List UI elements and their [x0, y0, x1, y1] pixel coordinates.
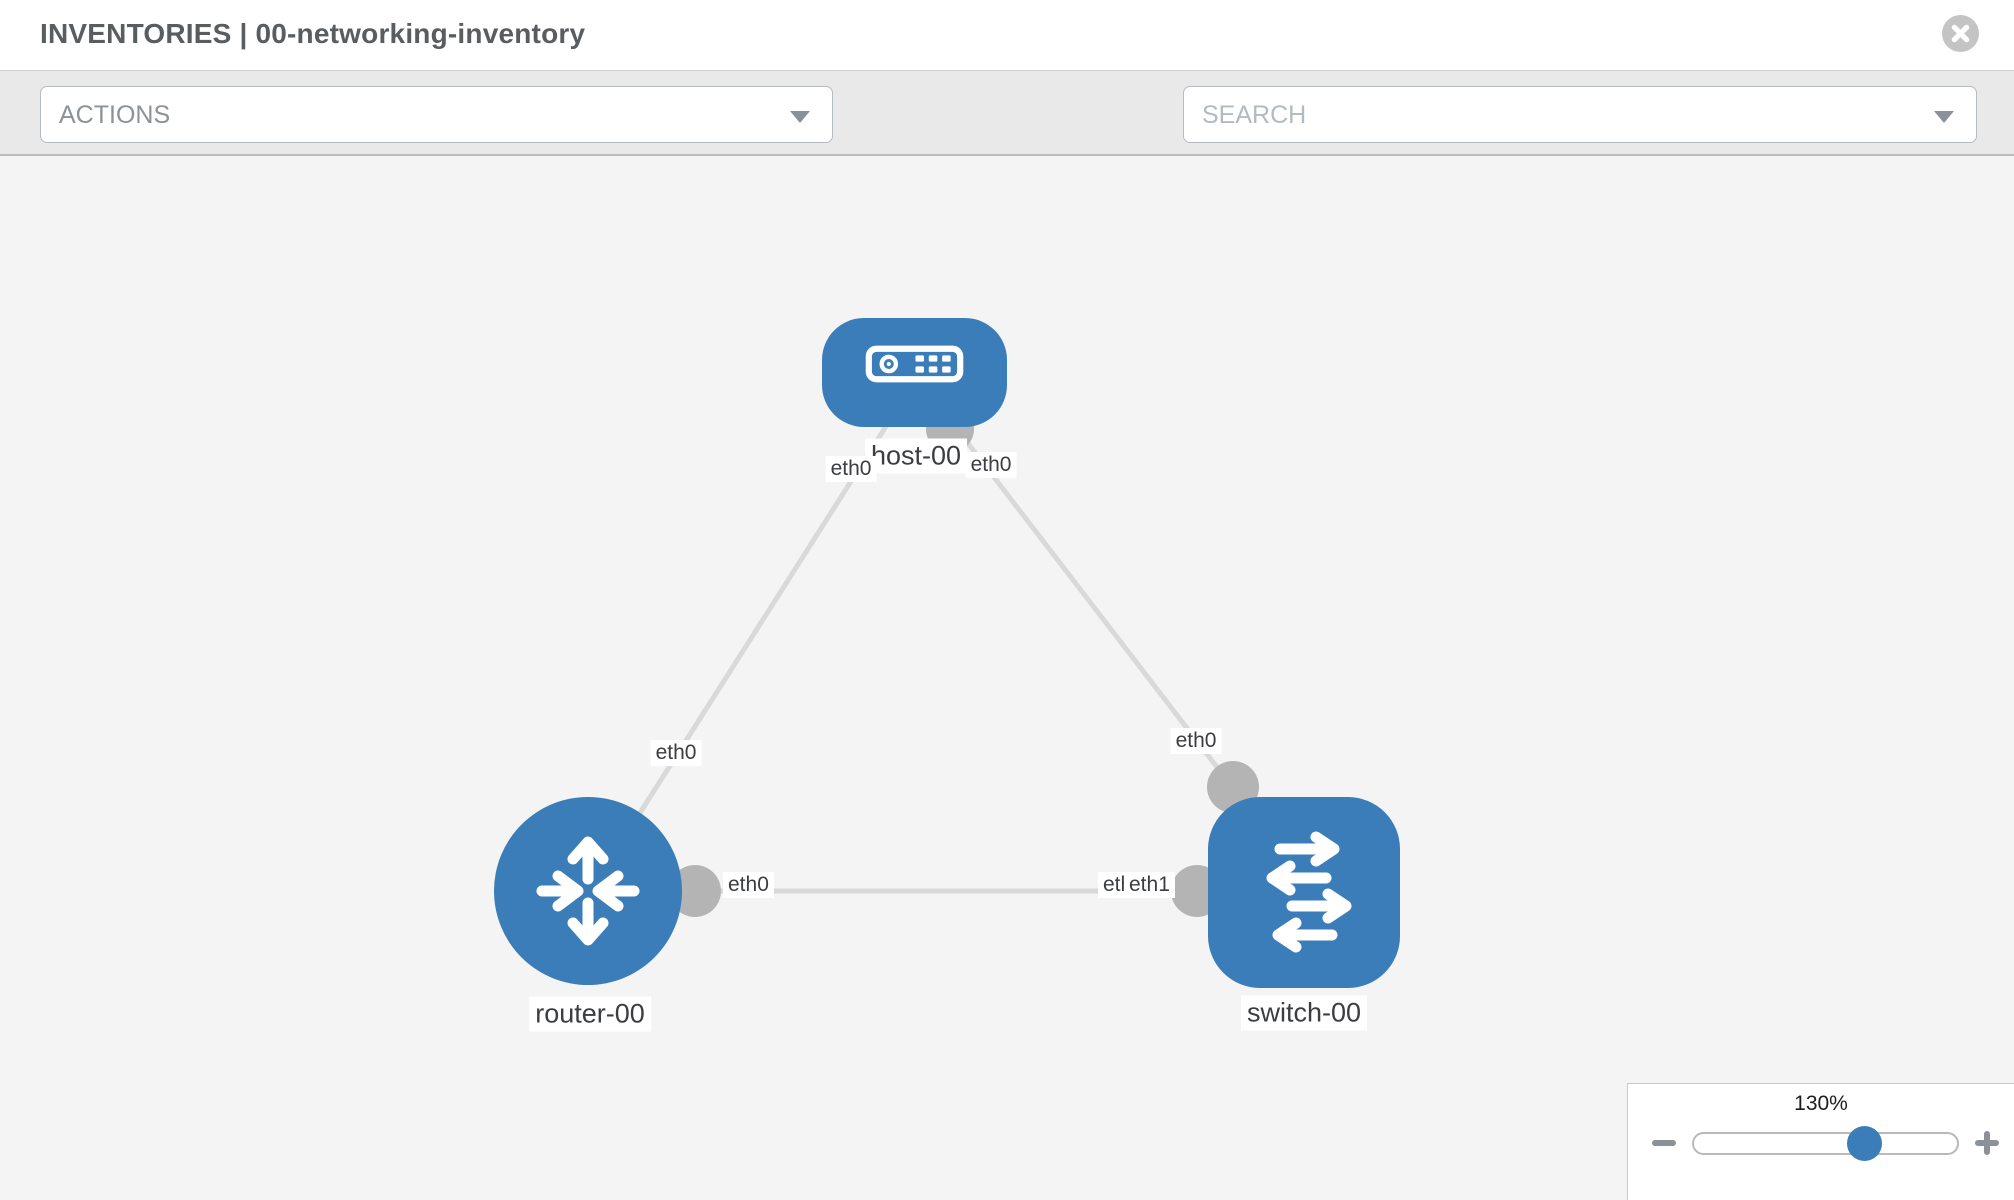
search-dropdown[interactable]: SEARCH — [1183, 86, 1977, 143]
chevron-down-icon — [790, 111, 810, 123]
toolbar: ACTIONS SEARCH — [0, 70, 2014, 204]
search-placeholder: SEARCH — [1202, 101, 1307, 129]
interface-label-router-switch-router-end: eth0 — [723, 872, 774, 898]
link-host-router[interactable] — [607, 418, 893, 862]
zoom-out-button[interactable] — [1646, 1126, 1682, 1162]
switch-icon — [1266, 831, 1352, 953]
zoom-slider-knob[interactable] — [1847, 1126, 1882, 1161]
zoom-in-button[interactable] — [1969, 1126, 2005, 1162]
close-button[interactable] — [1942, 15, 1979, 52]
node-host-00[interactable] — [822, 318, 1007, 427]
chevron-down-icon — [1934, 111, 1954, 123]
zoom-level-value: 130% — [1794, 1092, 1848, 1115]
interface-label-host-router-router-end: eth0 — [650, 740, 702, 766]
node-label-switch[interactable]: switch-00 — [1240, 995, 1368, 1031]
minus-icon — [1652, 1139, 1676, 1146]
plus-icon — [1975, 1130, 1999, 1155]
interface-label-host-switch-host-end: eth0 — [965, 452, 1017, 478]
zoom-panel: 130% — [1627, 1083, 2014, 1200]
node-switch-00[interactable] — [1208, 797, 1400, 988]
node-label-router[interactable]: router-00 — [529, 996, 651, 1032]
interface-label-host-switch-switch-end: eth0 — [1170, 728, 1222, 754]
page-title: INVENTORIES | 00-networking-inventory — [40, 18, 586, 49]
close-icon — [1951, 24, 1970, 43]
host-icon — [865, 345, 964, 383]
link-host-switch[interactable] — [948, 418, 1235, 790]
actions-dropdown-label: ACTIONS — [59, 101, 171, 129]
actions-dropdown[interactable]: ACTIONS — [40, 86, 833, 143]
interface-label-host-router-host-end: eth0 — [825, 456, 877, 482]
router-icon — [536, 836, 640, 946]
header: INVENTORIES | 00-networking-inventory — [0, 0, 2014, 70]
interface-label-router-switch-switch-end: eth1 — [1124, 872, 1175, 898]
zoom-slider-track[interactable] — [1692, 1132, 1959, 1155]
node-router-00[interactable] — [494, 797, 682, 985]
links-layer — [607, 418, 1235, 894]
node-label-host[interactable]: host-00 — [864, 438, 968, 474]
topology-canvas[interactable]: host-00 eth0 eth0 eth0 eth0 eth0 eth1 et… — [0, 156, 2014, 1200]
